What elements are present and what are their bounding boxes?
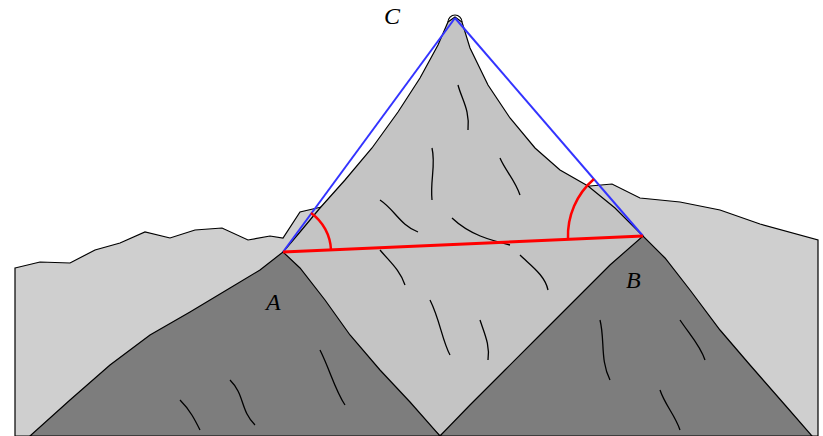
angle-arc-a (311, 213, 331, 250)
right-foreground-mountain (440, 236, 812, 436)
summit-mark (448, 15, 462, 22)
sight-line-ac (283, 18, 455, 252)
left-foreground-mountain (30, 252, 440, 436)
sight-line-bc (455, 18, 643, 236)
crevices (380, 85, 548, 360)
point-label: A (266, 290, 281, 314)
baseline-ab (283, 236, 643, 252)
point-label: C (384, 4, 400, 28)
angle-arc-b (568, 179, 594, 239)
point-label: B (626, 268, 641, 292)
foreground-crevices (180, 320, 705, 430)
